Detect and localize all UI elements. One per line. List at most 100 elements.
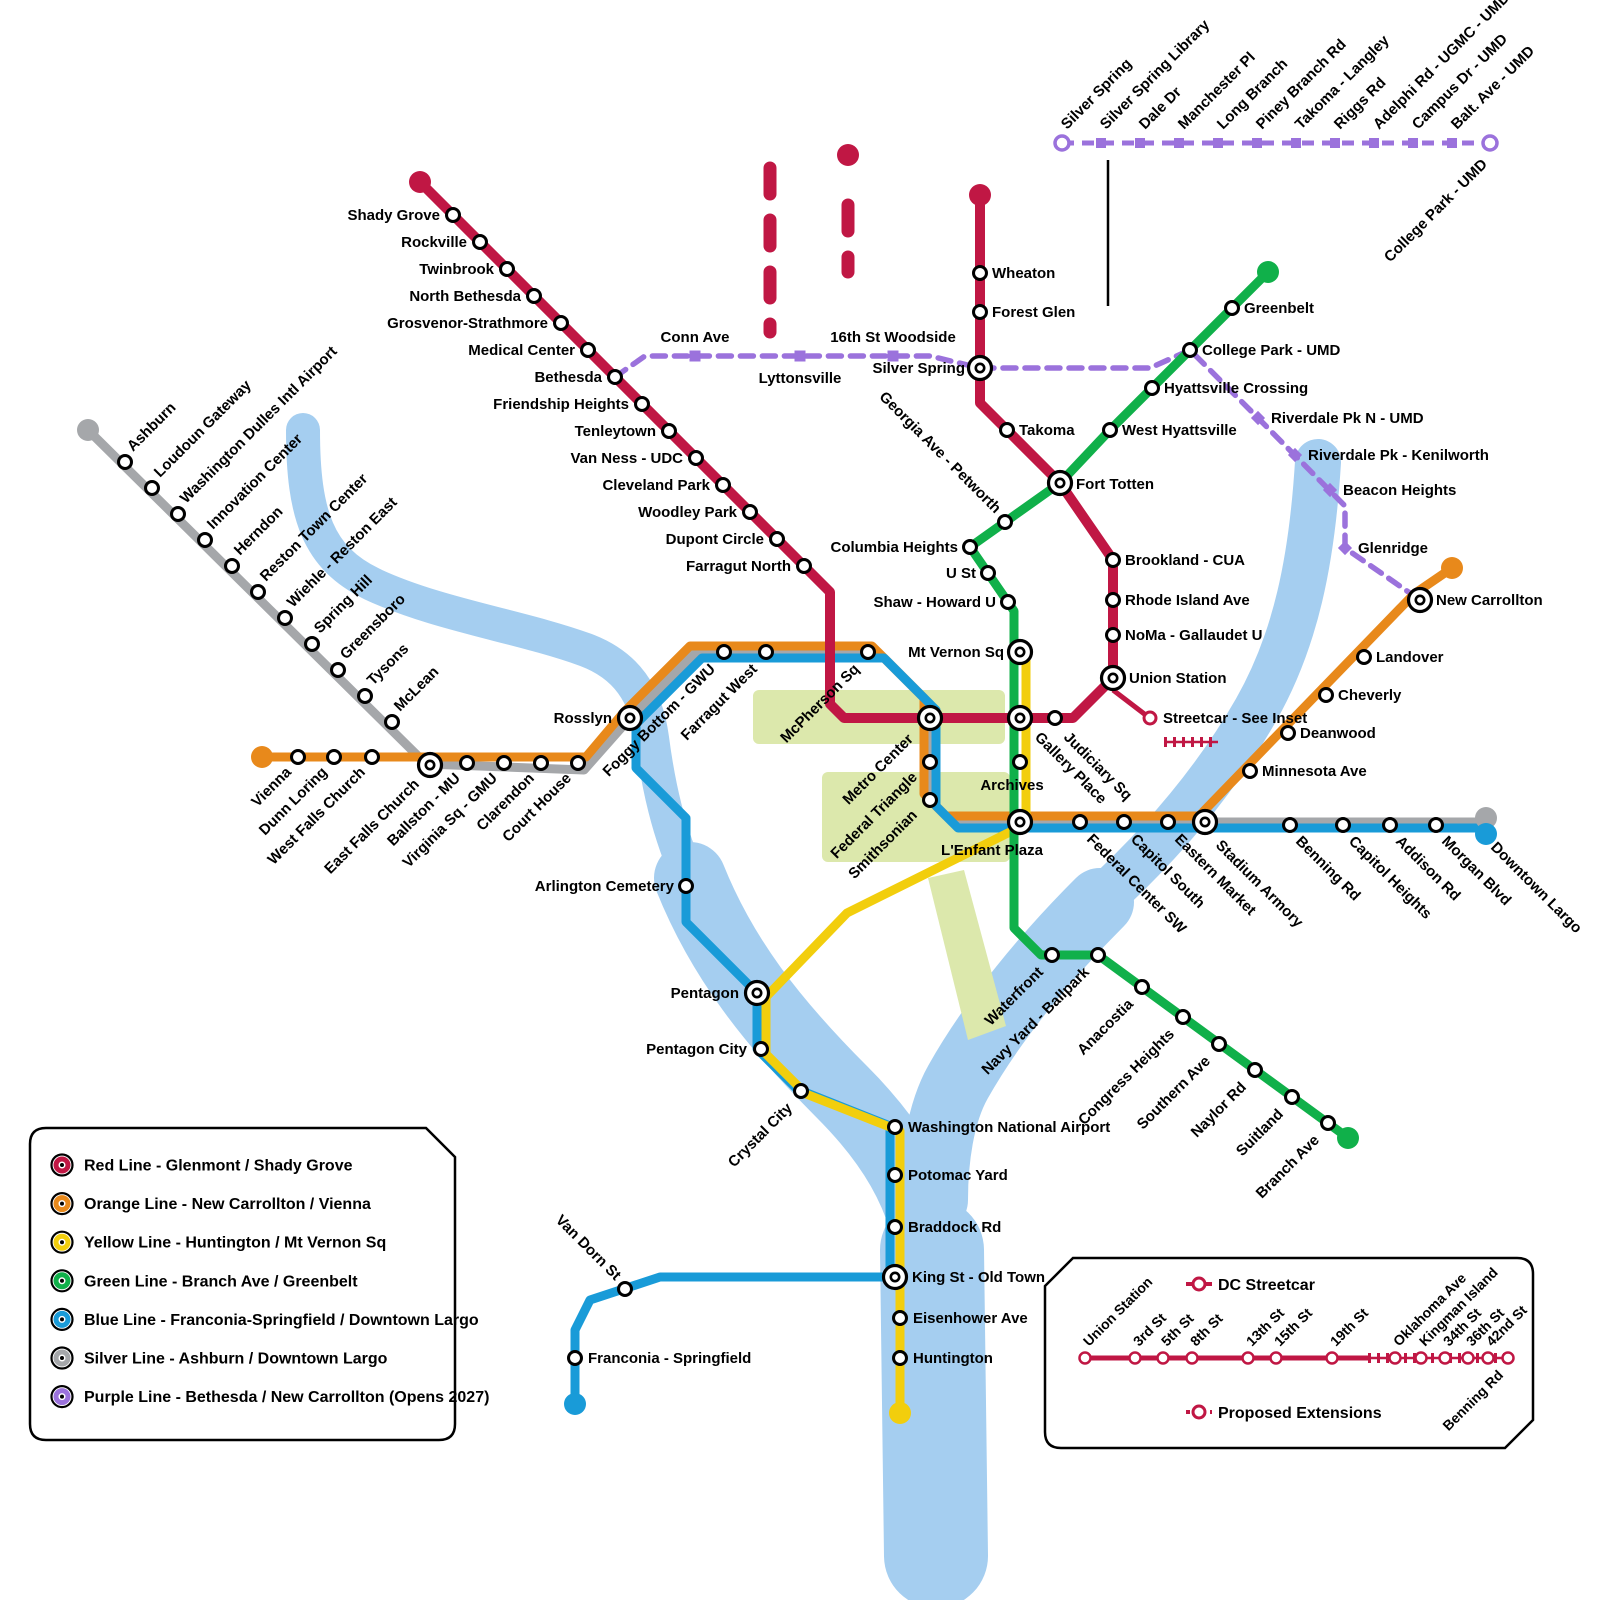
station-label-tenleytown: Tenleytown (575, 423, 656, 440)
station-label-forest-glen: Forest Glen (992, 304, 1075, 321)
station-label-grosvenor-strathmore: Grosvenor-Strathmore (387, 315, 548, 332)
terminus-red-2 (969, 184, 991, 206)
station-label-arlington-cemetery: Arlington Cemetery (535, 878, 675, 895)
station-label-west-hyattsville: West Hyattsville (1122, 422, 1237, 439)
station-wheaton: Wheaton (972, 265, 1055, 282)
station-north-bethesda: North Bethesda (409, 288, 542, 305)
station-label-rosslyn: Rosslyn (554, 710, 612, 727)
legend-item-purple: Purple Line - Bethesda / New Carrollton … (50, 1384, 489, 1409)
streetcar-inset-title: DC Streetcar (1218, 1277, 1315, 1294)
station-columbia-heights: Columbia Heights (830, 539, 978, 556)
station-label-lyttonsville: Lyttonsville (759, 370, 842, 387)
station-label-mt-vernon-sq: Mt Vernon Sq (908, 644, 1004, 661)
park-south (822, 772, 1010, 862)
terminus-green-5 (1337, 1127, 1359, 1149)
station-van-ness-udc: Van Ness - UDC (570, 450, 704, 467)
station-label-brookland-cua: Brookland - CUA (1125, 552, 1245, 569)
station-label-franconia-springfield: Franconia - Springfield (588, 1350, 751, 1367)
streetcar-inset-box (1043, 1256, 1535, 1450)
station-label-rhode-island-ave: Rhode Island Ave (1125, 592, 1250, 609)
station-huntington: Huntington (892, 1350, 993, 1367)
station-label-conn-ave: Conn Ave (661, 329, 730, 346)
station-label-cleveland-park: Cleveland Park (602, 477, 710, 494)
station-label-takoma: Takoma (1019, 422, 1075, 439)
station-pentagon-city: Pentagon City (646, 1041, 769, 1058)
station-medical-center: Medical Center (468, 342, 596, 359)
station-forest-glen: Forest Glen (972, 304, 1075, 321)
station-braddock-rd: Braddock Rd (887, 1219, 1001, 1236)
station-label-16th-st-woodside: 16th St Woodside (830, 329, 956, 346)
legend-box (28, 1126, 457, 1442)
legend-item-silver: Silver Line - Ashburn / Downtown Largo (50, 1346, 388, 1370)
station-farragut-north: Farragut North (686, 558, 812, 575)
station-label-college-park-umd: College Park - UMD (1202, 342, 1341, 359)
station-label-l-enfant-plaza: L'Enfant Plaza (941, 842, 1044, 859)
station-16th-st-woodside: 16th St Woodside (830, 329, 956, 362)
potomac-river-upper (286, 413, 707, 897)
station-rockville: Rockville (401, 234, 488, 251)
station-rosslyn: Rosslyn (554, 704, 644, 732)
station-eisenhower-ave: Eisenhower Ave (892, 1310, 1028, 1327)
station-college-park-umd: College Park - UMD (1182, 342, 1341, 359)
legend-item-red: Red Line - Glenmont / Shady Grove (50, 1153, 353, 1177)
legend-item-green: Green Line - Branch Ave / Greenbelt (50, 1269, 358, 1293)
terminus-orange-6 (251, 746, 273, 768)
station-bethesda: Bethesda (534, 369, 623, 386)
terminus-orange-7 (1441, 557, 1463, 579)
station-label-fort-totten: Fort Totten (1076, 476, 1154, 493)
legend-label-silver: Silver Line - Ashburn / Downtown Largo (84, 1351, 388, 1368)
station-label-woodley-park: Woodley Park (638, 504, 738, 521)
station-label-minnesota-ave: Minnesota Ave (1262, 763, 1367, 780)
potomac-river-lower (880, 1198, 988, 1600)
station-conn-ave: Conn Ave (661, 329, 730, 362)
station-label-riverdale-pk-n-umd: Riverdale Pk N - UMD (1271, 410, 1424, 427)
station-noma-gallaudet-u: NoMa - Gallaudet U (1105, 627, 1263, 644)
station-west-hyattsville: West Hyattsville (1102, 422, 1237, 439)
station-twinbrook: Twinbrook (419, 261, 515, 278)
station-cheverly: Cheverly (1318, 687, 1402, 704)
station-tenleytown: Tenleytown (575, 423, 677, 440)
station-label-hyattsville-crossing: Hyattsville Crossing (1164, 380, 1308, 397)
terminus-green-4 (1257, 261, 1279, 283)
legend-item-blue: Blue Line - Franconia-Springfield / Down… (50, 1307, 479, 1332)
legend-item-yellow: Yellow Line - Huntington / Mt Vernon Sq (50, 1230, 386, 1254)
station-brookland-cua: Brookland - CUA (1105, 552, 1245, 569)
line-purple (612, 347, 1423, 603)
proposed-extensions-label: Proposed Extensions (1218, 1405, 1382, 1422)
station-label-friendship-heights: Friendship Heights (493, 396, 629, 413)
terminus-silver-9 (1475, 807, 1497, 829)
station-silver-spring: Silver Spring (872, 354, 994, 382)
station-glenridge: Glenridge (1337, 540, 1428, 557)
station-label-union-station: Union Station (1129, 670, 1227, 687)
station-greenbelt: Greenbelt (1224, 300, 1314, 317)
legend-label-blue: Blue Line - Franconia-Springfield / Down… (84, 1312, 479, 1329)
anacostia-river-upper (1073, 439, 1341, 927)
station-label-riverdale-pk-kenilworth: Riverdale Pk - Kenilworth (1308, 447, 1489, 464)
legend-label-red: Red Line - Glenmont / Shady Grove (84, 1158, 353, 1175)
station-washington-national-airport: Washington National Airport (887, 1119, 1110, 1136)
station-hyattsville-crossing: Hyattsville Crossing (1144, 380, 1308, 397)
station-new-carrollton: New Carrollton (1406, 586, 1543, 614)
station-label-shady-grove: Shady Grove (347, 207, 440, 224)
station-label-huntington: Huntington (913, 1350, 993, 1367)
station-label-pentagon: Pentagon (671, 985, 739, 1002)
terminus-blue-10 (1475, 823, 1497, 845)
station-lyttonsville: Lyttonsville (759, 350, 842, 387)
terminus-blue-11 (564, 1393, 586, 1415)
station-label-twinbrook: Twinbrook (419, 261, 494, 278)
streetcar-note-label: Streetcar - See Inset (1163, 710, 1307, 727)
legend-label-orange: Orange Line - New Carrollton / Vienna (84, 1196, 371, 1213)
station-label-dupont-circle: Dupont Circle (666, 531, 764, 548)
station-label-noma-gallaudet-u: NoMa - Gallaudet U (1125, 627, 1263, 644)
station-riverdale-pk-n-umd: Riverdale Pk N - UMD (1250, 410, 1424, 427)
station-potomac-yard: Potomac Yard (887, 1167, 1008, 1184)
station-label-greenbelt: Greenbelt (1244, 300, 1314, 317)
terminus-yellow-12 (889, 1402, 911, 1424)
station-label-van-ness-udc: Van Ness - UDC (570, 450, 683, 467)
station-archives: Archives (980, 754, 1044, 794)
streetcar-link-line (1111, 688, 1149, 718)
station-l-enfant-plaza: L'Enfant Plaza (941, 808, 1044, 859)
station-arlington-cemetery: Arlington Cemetery (535, 878, 694, 895)
